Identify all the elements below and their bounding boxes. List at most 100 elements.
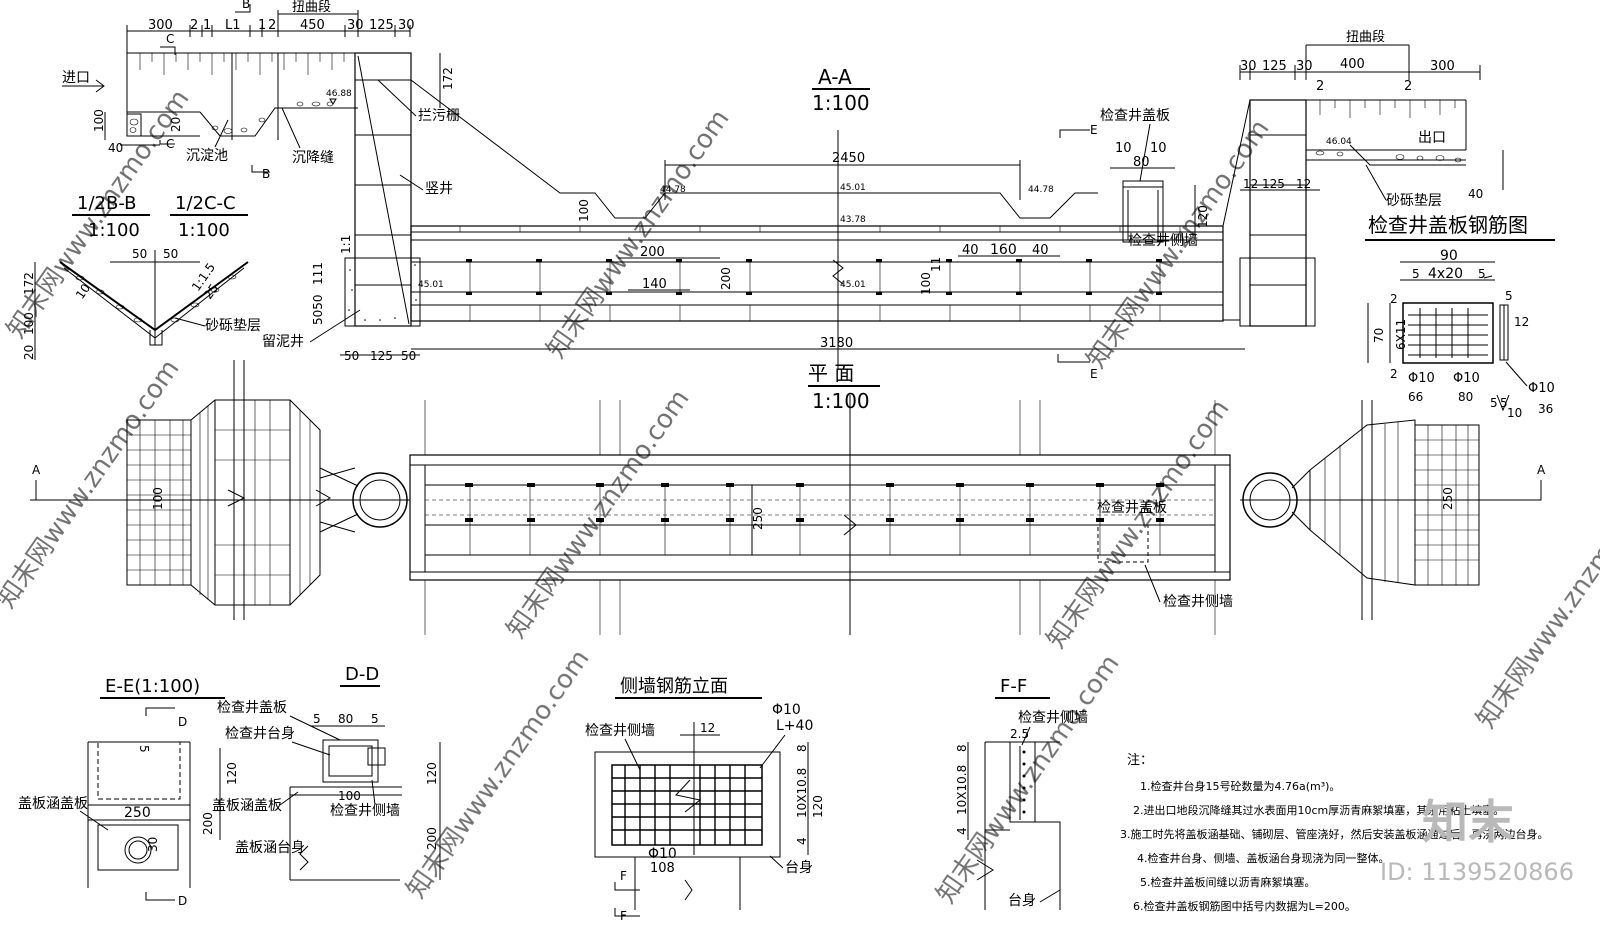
dim-12b: 12 [1296, 177, 1311, 191]
cc-scale: 1:100 [178, 220, 230, 241]
dim-6x11: 6X11 [1394, 319, 1408, 350]
gravel-left-label: 砂砾垫层 [205, 318, 261, 334]
dim-125d: 125 [1262, 177, 1285, 191]
logo-text: 知末 [1422, 795, 1514, 849]
svg-text:知末网www.znzmo.com: 知末网www.znzmo.com [501, 384, 695, 644]
dim-5d: 5 [1490, 396, 1498, 410]
dim-80b: 80 [1458, 390, 1473, 404]
elev-4501b: 45.01 [418, 280, 444, 290]
inspection-well-aa: 10 80 10 120 [1110, 141, 1210, 243]
phi10a: Φ10 [1408, 371, 1435, 386]
section-a-right: A [1537, 463, 1546, 477]
sw-body-label: 台身 [785, 860, 813, 876]
gravel-right-label: 砂砾垫层 [1386, 193, 1442, 209]
section-ff: F-F 检查井侧墙 2.5 8 10X10.8 4 台身 [955, 676, 1088, 910]
note-3: 3.施工时先将盖板涵基础、铺砌层、管座浇好，然后安装盖板涵通过后，再浇两边台身。 [1120, 827, 1549, 841]
outlet-plan: 250 [1240, 400, 1530, 620]
dim-100f: 100 [338, 789, 361, 803]
dim-12c: 12 [1514, 315, 1529, 329]
dim-2e: 2 [1390, 292, 1398, 306]
dim-66: 66 [1408, 390, 1423, 404]
inlet-label: 进口 [62, 70, 90, 86]
bb-scale: 1:100 [88, 220, 140, 241]
dim-200d: 200 [425, 827, 439, 850]
cover-plan-label: 检查井盖板 [1097, 500, 1167, 516]
dim-2a: 2 [190, 18, 198, 33]
ff-body-label: 台身 [1008, 893, 1036, 909]
note-6: 6.检查井盖板钢筋图中括号内数据为L=200。 [1133, 899, 1356, 913]
bb-title: 1/2B-B [77, 193, 137, 214]
dim-40c: 40 [1032, 243, 1049, 258]
dim-400: 400 [1340, 57, 1365, 72]
dim-20b: 20 [22, 345, 36, 360]
dim-50c: 50 [132, 247, 147, 261]
dim-L1: L1 [225, 18, 241, 33]
elev-4478b: 44.78 [1028, 185, 1054, 195]
section-aa: A-A 1:100 [62, 0, 1504, 381]
dim-12a: 12 [1243, 177, 1258, 191]
ff-8: 8 [955, 744, 969, 752]
dim-172b: 172 [22, 272, 36, 295]
sw-phi10b: Φ10 [648, 846, 677, 862]
inlet-dimensions: 300 2 1 L1 1 2 450 30 125 30 扭曲段 172 100… [92, 0, 455, 155]
dim-172a: 172 [441, 67, 455, 90]
dim-300a: 300 [148, 18, 173, 33]
phi10c: Φ10 [1528, 381, 1555, 396]
dd-title: D-D [345, 664, 379, 685]
plan-title: 平 面 [808, 361, 854, 385]
dim-200a: 200 [640, 245, 665, 260]
mark-f-top: F [620, 869, 627, 883]
section-ee: E-E(1:100) D 250 30 盖板涵盖板 D 5 [18, 676, 225, 908]
sidewall-title: 侧墙钢筋立面 [620, 676, 728, 697]
dim-2450: 2450 [832, 151, 865, 166]
dd-platform-label: 检查井台身 [225, 726, 295, 742]
dim-125a: 125 [369, 18, 394, 33]
dim-125c: 125 [1262, 59, 1287, 74]
dim-20a: 20 [169, 117, 183, 132]
dim-200b: 200 [719, 267, 733, 290]
dim-140: 140 [642, 277, 667, 292]
dim-5b: 5 [1478, 267, 1486, 281]
sidewall-aa-label: 检查井侧墙 [1128, 233, 1198, 249]
cover-aa-label: 检查井盖板 [1100, 108, 1170, 124]
section-a-left: A [32, 463, 41, 477]
mark-d-top: D [178, 715, 187, 729]
note-5: 5.检查井盖板间缝以沥青麻絮填塞。 [1140, 875, 1316, 889]
dim-250-ee: 250 [124, 805, 151, 821]
dim-50a: 50 [344, 349, 359, 363]
dim-100b: 100 [577, 199, 591, 222]
dim-30b: 30 [398, 18, 415, 33]
dim-80c: 80 [338, 712, 353, 726]
dim-5e: 5 [1500, 396, 1508, 410]
dim-50b: 50 [401, 349, 416, 363]
dim-40a: 40 [108, 141, 123, 155]
svg-text:知末网www.znzmo.com: 知末网www.znzmo.com [1471, 474, 1600, 734]
svg-text:知末网www.znzmo.com: 知末网www.znzmo.com [541, 104, 735, 364]
sediment-pool-label: 沉淀池 [186, 148, 228, 164]
dim-10d: 10 [1507, 406, 1522, 420]
shaft-left [344, 52, 421, 327]
inlet-profile [126, 52, 358, 140]
outlet-dimensions: 30 125 30 400 300 2 2 扭曲段 12 125 12 40 [1239, 30, 1504, 201]
dim-2b: 2 [268, 18, 276, 33]
dim-3180: 3180 [820, 336, 853, 351]
elev-4478a: 44.78 [660, 185, 686, 195]
sw-4: 4 [795, 837, 809, 845]
mark-e-bot: E [1090, 367, 1098, 381]
section-dd: D-D 检查井盖板 检查井台身 5 80 5 120 200 100 120 2… [201, 664, 441, 881]
dim-5a: 5 [1412, 267, 1420, 281]
outlet-label: 出口 [1418, 130, 1446, 146]
mark-b-bot: B [262, 167, 270, 181]
sw-phi10: Φ10 [772, 702, 801, 718]
note-2: 2.进出口地段沉降缝其过水表面用10cm厚沥青麻絮填塞，其余用粘土填塞。 [1133, 803, 1504, 817]
dim-100d: 100 [22, 312, 36, 335]
ff-25: 2.5 [1010, 727, 1029, 741]
culvert-body-aa [410, 130, 1224, 370]
dim-5g: 5 [313, 712, 321, 726]
cc-title: 1/2C-C [175, 193, 236, 214]
dim-120c: 120 [425, 762, 439, 785]
inlet-plan: 100 [30, 360, 410, 620]
mark-e-top: E [1090, 123, 1098, 137]
cover-rebar-diagram: 检查井盖板钢筋图 90 4x20 5 5 70 6X11 2 2 5 12 Φ1… [1365, 213, 1555, 420]
